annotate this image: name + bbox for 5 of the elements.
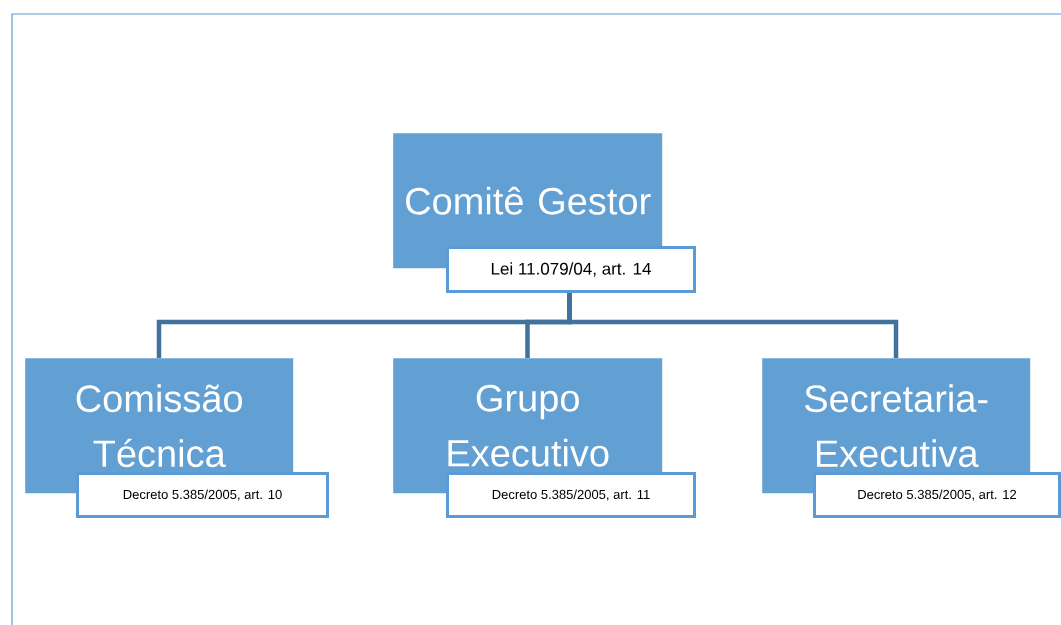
connector-line bbox=[567, 290, 899, 358]
reference-box: Decreto 5.385/2005, art. 10 bbox=[76, 472, 329, 518]
reference-box: Decreto 5.385/2005, art. 12 bbox=[813, 472, 1061, 518]
reference-box: Decreto 5.385/2005, art. 11 bbox=[446, 472, 696, 518]
reference-box: Lei 11.079/04, art. 14 bbox=[446, 246, 696, 293]
